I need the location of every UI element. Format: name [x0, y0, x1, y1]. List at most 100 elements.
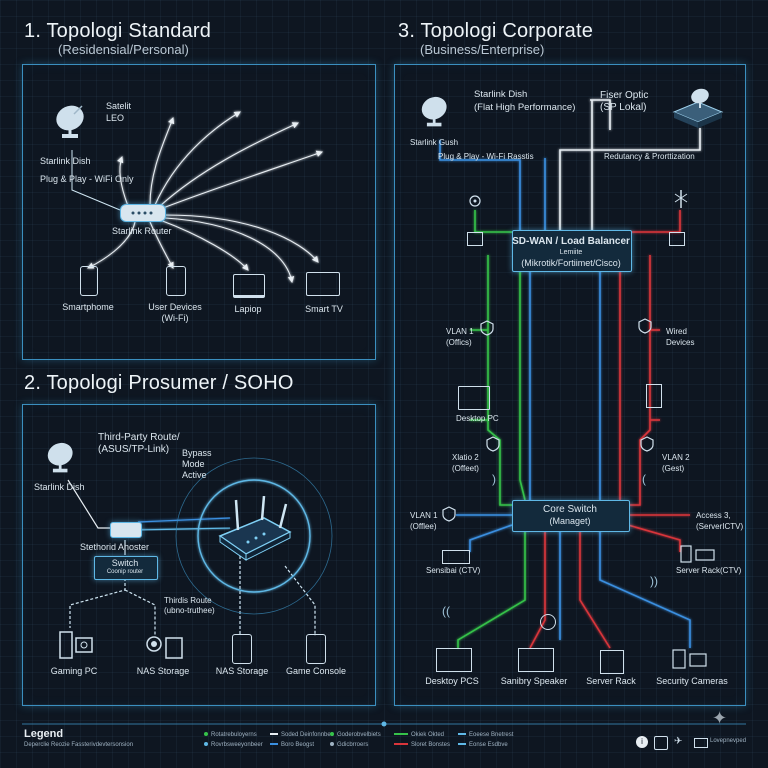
legend-item-8: Sloret Bonstes: [394, 742, 450, 748]
legend-title: Legend: [24, 728, 64, 740]
prosumer-title: 2. Topologi Prosumer / SOHO: [24, 372, 294, 394]
desktop-pc-icon: [458, 386, 490, 410]
corporate-topology-panel: [394, 64, 746, 706]
legend-item-7-label: Okiek Okted: [411, 732, 445, 738]
switch-sub-label: Coonip router: [106, 569, 144, 575]
legend-item-6: Gdicbrroers: [330, 742, 368, 748]
satellite-leo-label: Satelit LEO: [106, 101, 132, 123]
core-switch-title: Core Switch: [543, 504, 597, 515]
vlan2-left-label: Xlatio 2 (Offeet): [452, 453, 479, 473]
sdwan-title: SD-WAN / Load Balancer: [512, 236, 630, 247]
device-label-user-devices: User Devices (Wi-Fi): [148, 302, 202, 323]
standard-title: 1. Topologi Standard: [24, 20, 212, 42]
legend-item-10: Eonse Esdbve: [458, 742, 508, 748]
satellite-dish-icon: [50, 100, 94, 140]
starlink-router-icon: [120, 204, 166, 222]
laptop-icon: [233, 274, 265, 298]
sparkle-icon: ✦: [712, 708, 728, 728]
nas-storage-label: NAS Storage: [136, 666, 190, 676]
third-party-router-label: Third-Party Route/ (ASUS/TP-Link): [98, 432, 180, 455]
vlan-shield-right-1-icon: [638, 318, 652, 334]
bottom-wifi-1-icon: ((: [442, 604, 450, 618]
sdwan-load-balancer: [512, 230, 632, 272]
legend-item-3: Soded Deinfonnbes: [270, 732, 334, 738]
legend-item-1-label: Rotatrebuloyerns: [211, 732, 257, 738]
wired-devices-label: Wired Devices: [666, 327, 695, 347]
smart-tv-icon: [306, 272, 340, 296]
security-cameras-label: Security Cameras: [656, 676, 728, 686]
legend-right-label: Lovepnevped: [710, 738, 747, 744]
device-label-smartphone: Smartphome: [62, 302, 114, 312]
corporate-starlink-top-label: Starlink Dish (Flat High Performance): [474, 89, 576, 113]
access3-label: Access 3, (ServerICTV): [696, 511, 744, 531]
corporate-title: 3. Topologi Corporate: [398, 20, 594, 42]
legend-item-3-label: Soded Deinfonnbes: [281, 732, 334, 738]
user-device-icon: [166, 266, 186, 296]
desktop-pcs-label: Desktoy PCS: [425, 676, 479, 686]
vlan-shield-right-2-icon: [640, 436, 654, 452]
fiber-optic-label: Fiser Optic (SP Lokal): [600, 90, 649, 113]
fiber-optic-icon: [670, 86, 726, 132]
wired-device-right-icon: [646, 384, 662, 408]
game-console-icon: [306, 634, 326, 664]
nas-storage-2-icon: [232, 634, 252, 664]
bypass-mode-label: Bypass Mode Active: [182, 448, 212, 480]
starlink-router-label: Starlink Router: [112, 226, 172, 236]
prosumer-topology-panel: [22, 404, 376, 706]
corporate-subtitle: (Business/Enterprise): [420, 42, 545, 57]
desktop-pcs-icon: [436, 648, 472, 672]
sensor-label: Sensibai (CTV): [426, 566, 481, 575]
standard-subtitle: (Residensial/Personal): [58, 42, 189, 57]
corporate-dish-label: Starlink Gush: [410, 138, 459, 147]
smartphone-icon: [80, 266, 98, 296]
server-rack-ctv-icon: [680, 544, 716, 564]
gaming-pc-icon: [58, 630, 94, 660]
prosumer-dish-icon: [42, 436, 82, 476]
desktop-pc-label: Desktop PC: [456, 414, 499, 423]
legend-item-6-label: Gdicbrroers: [337, 742, 369, 748]
sanitary-speaker-label: Sanibry Speaker: [500, 676, 568, 686]
monitor-small-left-icon: [467, 232, 483, 246]
wireless-ap-right-icon: [672, 188, 690, 210]
server-rack-ctv-label: Server Rack(CTV): [676, 566, 742, 575]
legend-subtitle: Deperclie Reozie Fassterivdevtersonsion: [24, 742, 134, 748]
standard-dish-label: Starlink Dish: [40, 156, 91, 166]
vlan1-shield-icon: [442, 506, 456, 522]
bottom-lock-icon: [540, 614, 556, 630]
legend-item-2: Rovrbsweeyonbeer: [204, 742, 263, 748]
device-label-smart-tv: Smart TV: [305, 304, 343, 314]
vlan-offices-label: VLAN 1 (Offics): [446, 327, 474, 347]
redundancy-label: Redutancy & Prorttization: [604, 152, 695, 161]
wifi-router-icon: [214, 495, 294, 566]
switch-label: Switch: [111, 558, 139, 568]
legend-item-4-label: Boro Beogst: [281, 742, 315, 748]
legend-tower-icon: ✈: [674, 736, 683, 747]
ethernet-adapter-label: Stethorid Ahoster: [80, 542, 150, 552]
nas-storage-icon: [144, 632, 184, 660]
legend-item-5: Goderobvelbiets: [330, 732, 381, 738]
nas-storage-2-label: NAS Storage: [215, 666, 269, 676]
switch-box: [94, 556, 158, 580]
legend-wifi-icon: [654, 736, 668, 750]
prosumer-dish-label: Starlink Dish: [34, 482, 85, 492]
sdwan-sub2: (Mikrotik/Fortiimet/Cisco): [521, 258, 621, 268]
server-rack-label: Server Rack: [586, 676, 636, 686]
corporate-dish-icon: [416, 90, 456, 130]
plug-play-label: Plug & Play - WiFi Only: [40, 174, 134, 184]
legend-item-7: Okiek Okted: [394, 732, 444, 738]
wifi-signal-right-icon: (: [642, 472, 646, 486]
vlan-shield-left-2-icon: [486, 436, 500, 452]
vlan2-right-label: VLAN 2 (Gest): [662, 453, 690, 473]
sanitary-speaker-icon: [518, 648, 554, 672]
gaming-pc-label: Gaming PC: [50, 666, 98, 676]
legend-item-8-label: Sloret Bonstes: [411, 742, 451, 748]
legend-item-5-label: Goderobvelbiets: [337, 732, 381, 738]
game-console-label: Game Console: [285, 666, 347, 676]
wireless-ap-left-icon: [466, 192, 484, 210]
vlan1-office-label: VLAN 1 (Offlee): [410, 511, 438, 531]
sdwan-sub1: Lemiite: [559, 249, 583, 256]
ethernet-adapter-icon: [110, 522, 142, 538]
legend-info-icon: i: [636, 736, 648, 748]
legend-item-9: Eoeese Bnetrest: [458, 732, 513, 738]
device-label-laptop: Lapiop: [234, 304, 262, 314]
